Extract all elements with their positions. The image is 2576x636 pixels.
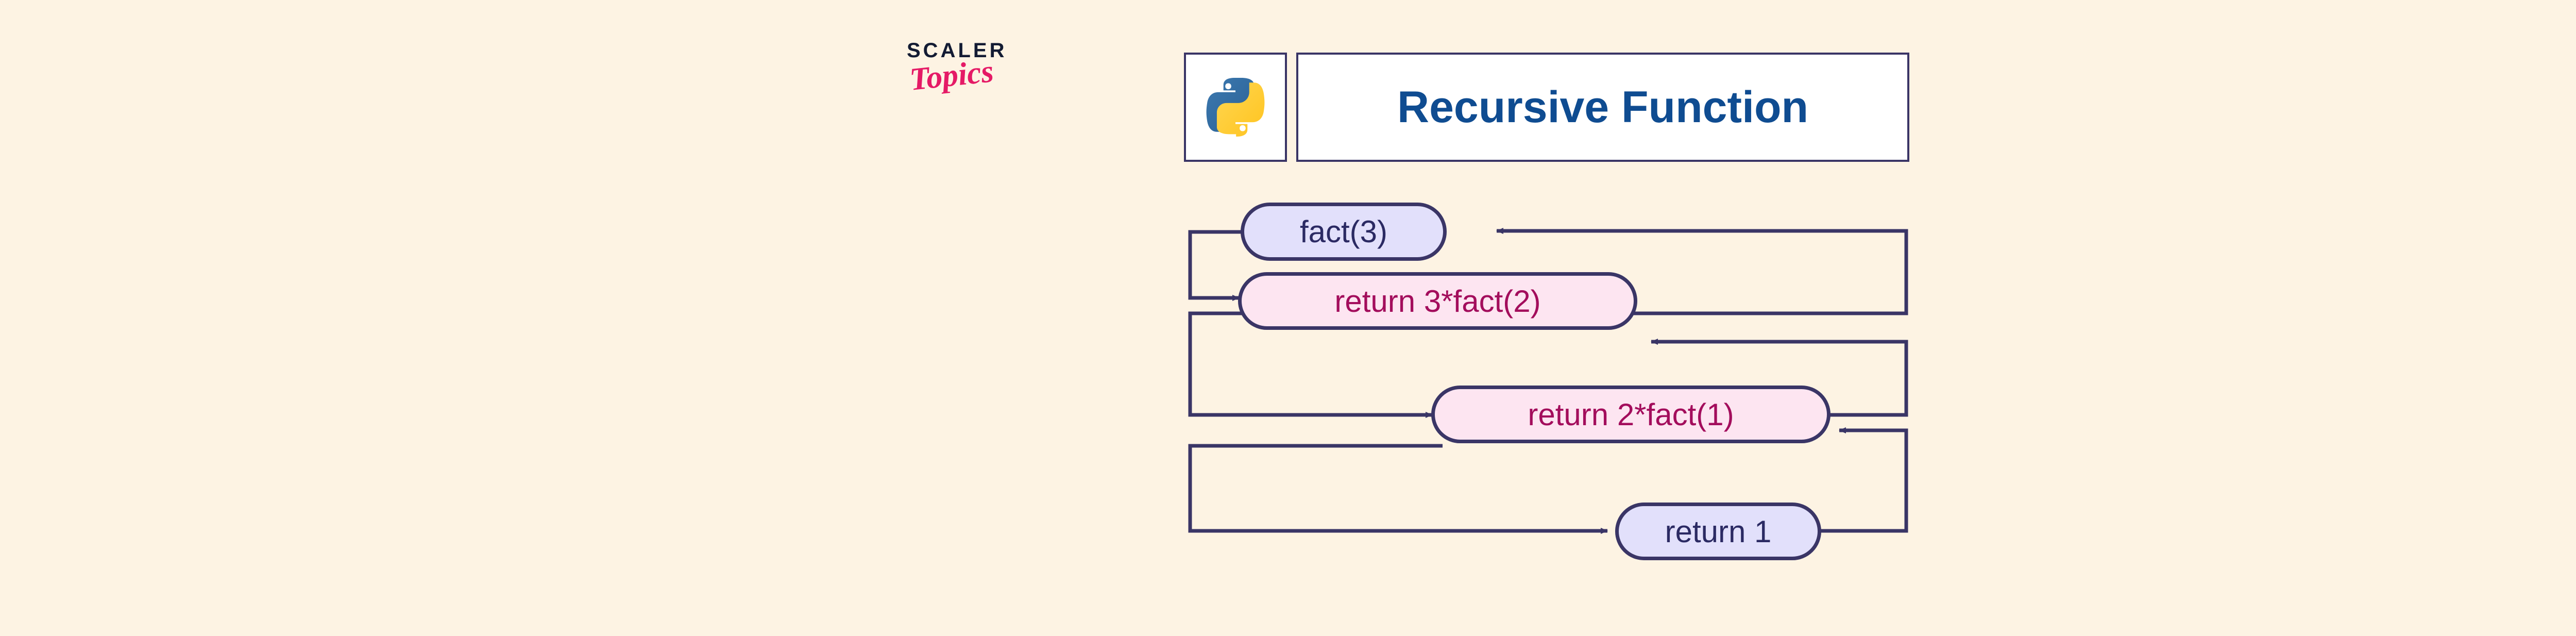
node-return-1[interactable]: return 1 (1615, 503, 1821, 560)
python-logo-box (1184, 53, 1287, 162)
node-label: fact(3) (1299, 214, 1388, 249)
node-label: return 2*fact(1) (1528, 397, 1734, 432)
node-fact3[interactable]: fact(3) (1241, 203, 1447, 261)
node-return-2-fact1[interactable]: return 2*fact(1) (1431, 386, 1831, 443)
return-edge-return1-to-return2 (1772, 427, 1908, 533)
scaler-topics-logo: SCALER Topics (907, 40, 1041, 118)
page-title: Recursive Function (1397, 82, 1809, 132)
logo-scaler-text: SCALER (907, 39, 1007, 62)
node-label: return 3*fact(2) (1334, 283, 1541, 319)
return-edge-return2-to-return3 (1651, 339, 1908, 417)
call-edge-return2-to-return1 (1188, 444, 1608, 534)
return-edge-return3-to-fact3 (1496, 228, 1908, 315)
python-logo-icon (1206, 77, 1265, 137)
call-edge-return3-to-return2 (1188, 311, 1433, 418)
node-label: return 1 (1665, 514, 1772, 549)
node-return-3-fact2[interactable]: return 3*fact(2) (1238, 272, 1637, 330)
call-edge-fact3-to-return3 (1188, 230, 1246, 301)
title-box: Recursive Function (1296, 53, 1909, 162)
